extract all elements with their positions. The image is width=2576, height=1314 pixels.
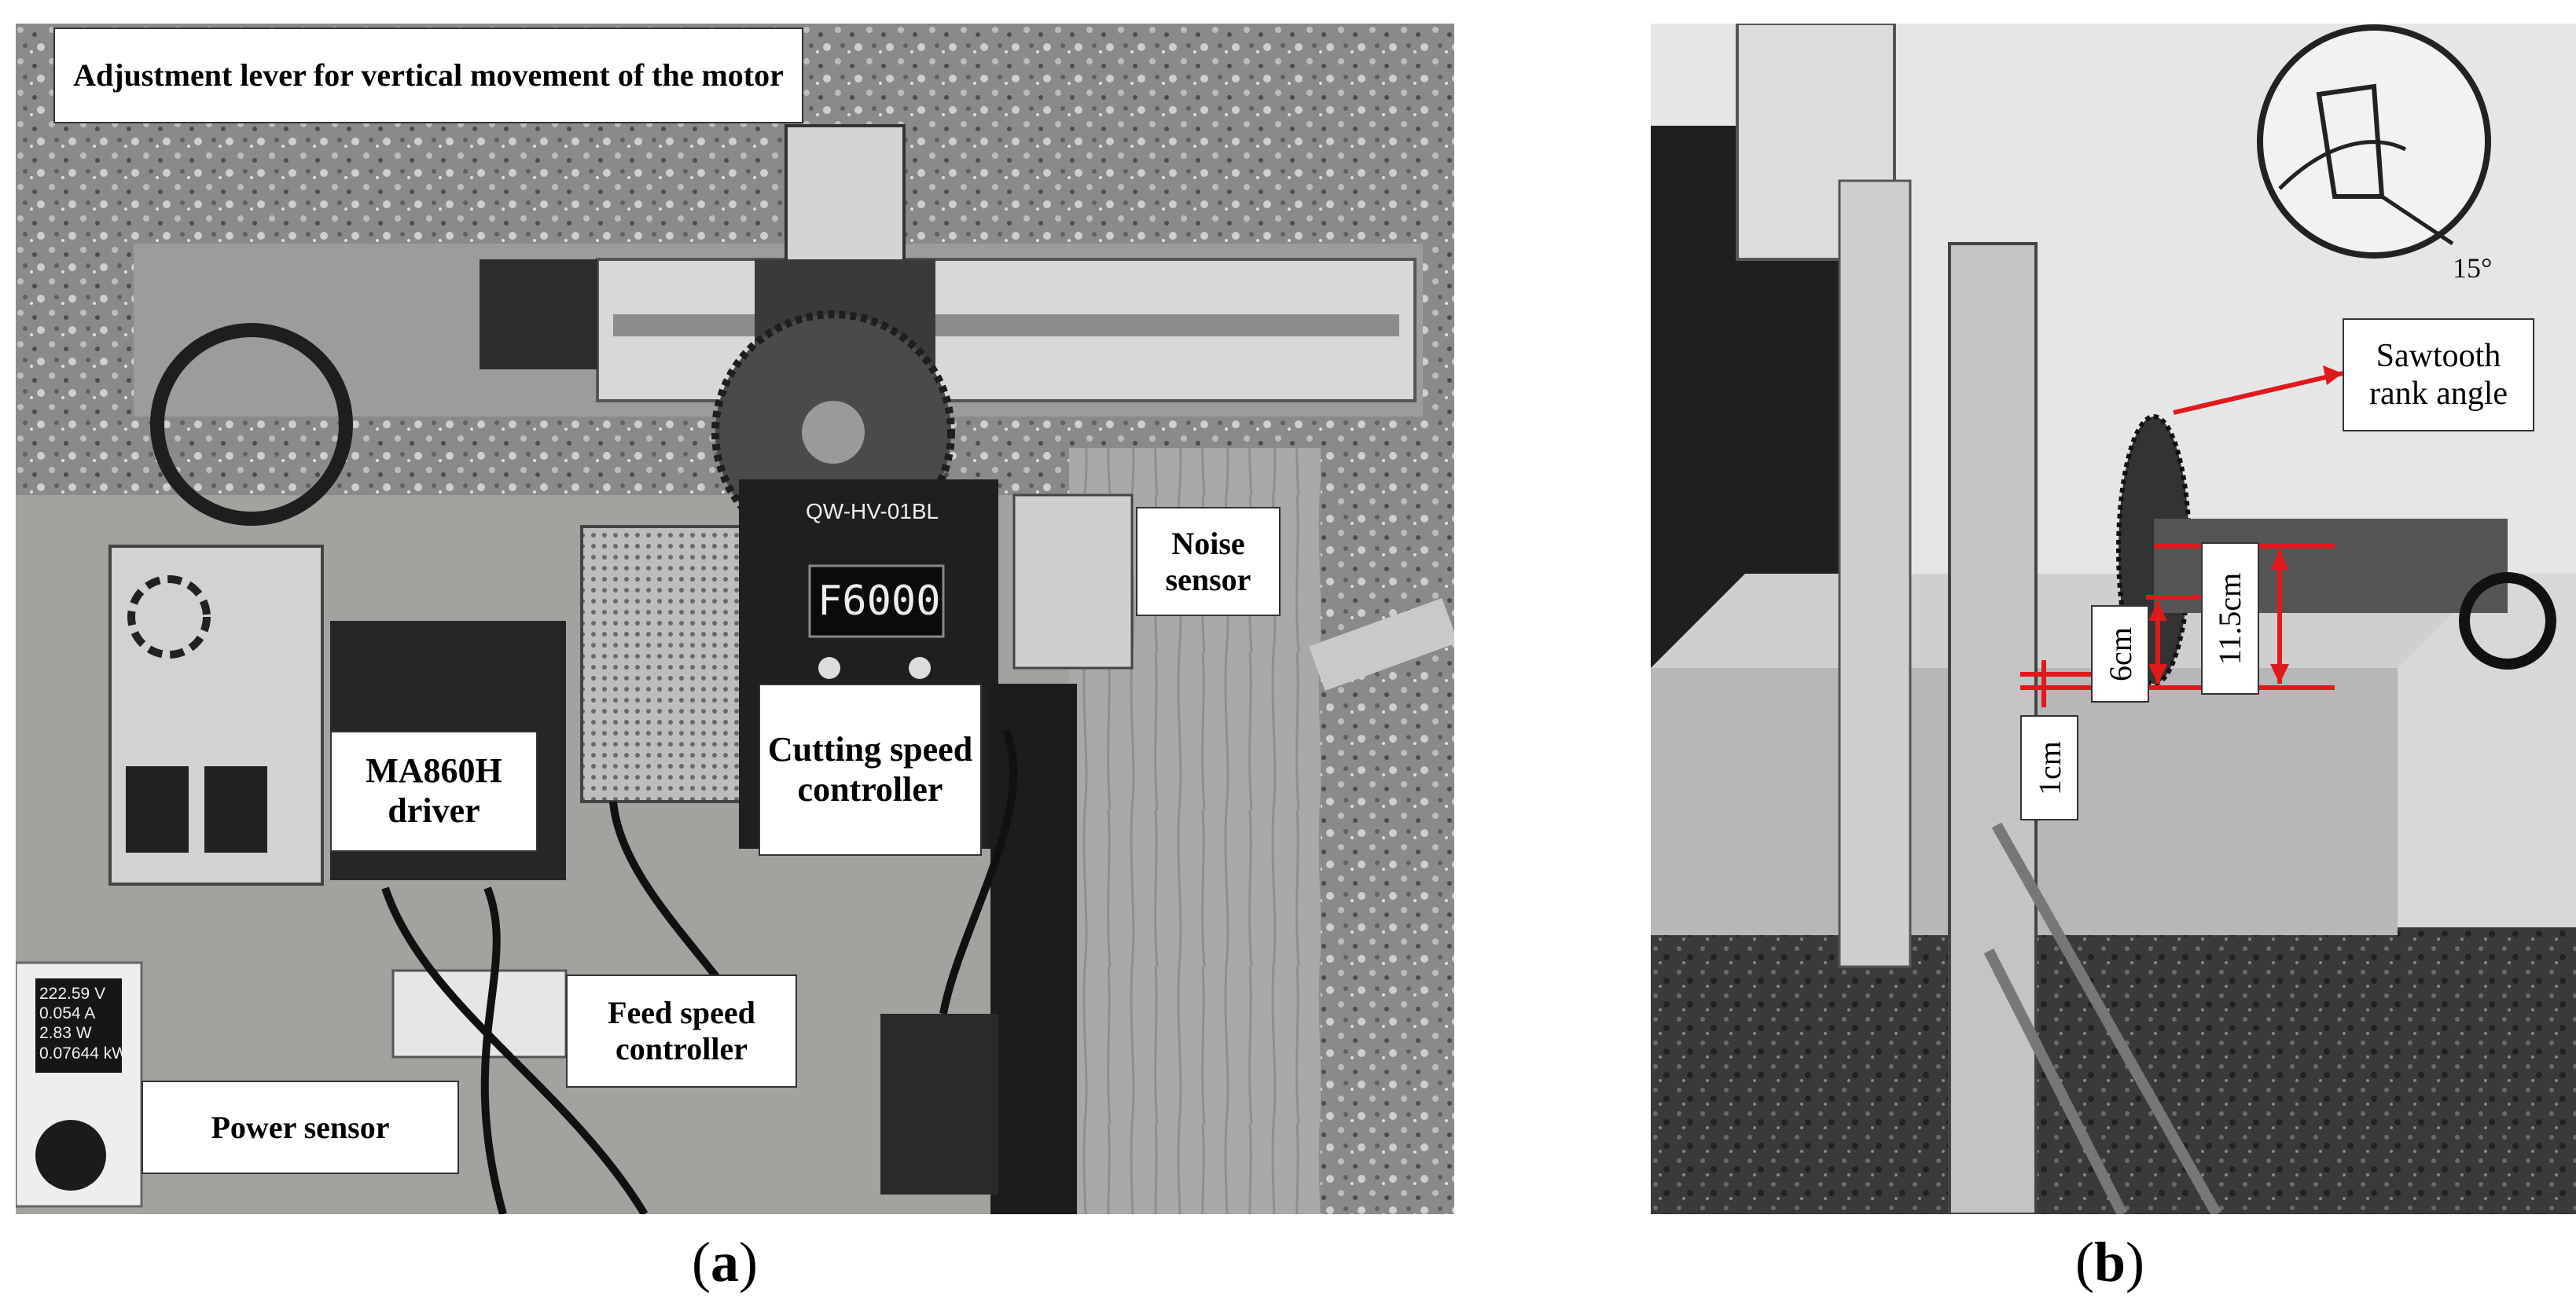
aluminium-profile [1309,598,1454,691]
controller-display-text: F6000 [818,578,941,625]
label-adjustment-lever-text: Adjustment lever for vertical movement o… [73,57,784,93]
reading-current: 0.054 A [39,1004,96,1023]
label-6cm: 6cm [2091,605,2149,703]
reading-power: 2.83 W [39,1024,92,1043]
test-rig-photo-a [16,24,1454,1214]
label-feed-speed-controller: Feed speed controller [566,974,797,1088]
feed-controller-body [391,969,568,1059]
gravel-floor [1651,927,2576,1214]
conveyor-belt [990,684,1077,1214]
label-noise-sensor-text: Noise sensor [1165,525,1251,597]
vertical-post [1838,179,1912,968]
power-meter-screen [35,978,122,1073]
label-1cm: 1cm [2020,715,2078,820]
photo-panel-b: Sawtooth rank angle 15° 11.5cm 6cm 1cm [1651,24,2576,1214]
label-1cm-text: 1cm [2031,740,2067,795]
label-feed-speed-controller-text: Feed speed controller [608,995,755,1066]
caption-b-letter: b [2093,1231,2126,1294]
label-noise-sensor: Noise sensor [1136,507,1281,616]
label-ma860h-driver-text: MA860H driver [366,751,502,830]
hand-wheel [150,323,353,526]
small-power-supply [580,525,748,803]
angle-value-text: 15° [2453,252,2493,284]
controller-model-text: QW-HV-01BL [806,499,939,523]
label-11-5cm-text: 11.5cm [2212,572,2248,665]
label-sawtooth-rank-angle-text: Sawtooth rank angle [2368,337,2508,412]
label-cutting-speed-controller: Cutting speed controller [759,684,982,856]
reading-energy: 0.07644 kW [39,1044,128,1063]
controller-display [808,564,945,638]
arrow-rank-angle [2173,371,2343,415]
label-sawtooth-rank-angle: Sawtooth rank angle [2343,318,2534,431]
label-power-sensor: Power sensor [141,1081,459,1174]
caption-a: (a) [692,1231,758,1294]
label-6cm-text: 6cm [2102,626,2138,681]
caption-a-letter: a [710,1231,739,1294]
power-meter-readings: 222.59 V 0.054 A 2.83 W 0.07644 kW [39,984,127,1063]
label-11-5cm: 11.5cm [2201,542,2259,695]
label-cutting-speed-controller-text: Cutting speed controller [767,729,973,809]
caption-b: (b) [2075,1231,2145,1294]
lead-screw [613,314,1399,336]
label-power-sensor-text: Power sensor [211,1109,390,1145]
photo-panel-a: QW-HV-01BL F6000 222.59 V 0.054 A 2.83 W… [16,24,1454,1214]
noise-sensor-body [1012,494,1134,670]
label-ma860h-driver: MA860H driver [330,731,538,852]
reading-voltage: 222.59 V [39,985,106,1003]
hand-wheel-b [2459,572,2556,670]
stepper-motor [480,259,597,369]
stepper-drive-box [880,1014,998,1195]
label-adjustment-lever: Adjustment lever for vertical movement o… [53,28,803,123]
